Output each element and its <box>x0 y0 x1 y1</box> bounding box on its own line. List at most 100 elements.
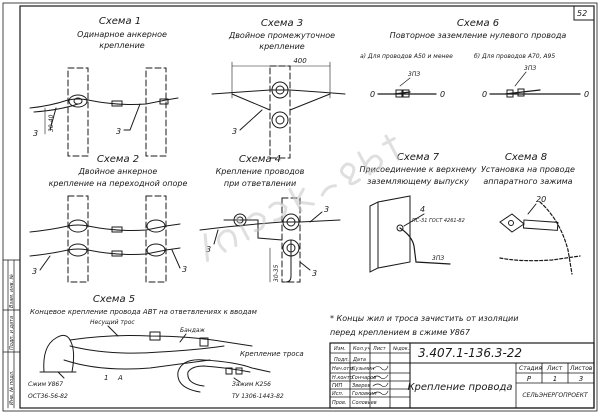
callout: 3 <box>232 127 237 136</box>
name: Кузьмин <box>352 366 375 372</box>
leader <box>233 377 241 383</box>
scheme-8-line-2: аппаратного зажима <box>483 177 572 186</box>
conductor <box>211 89 346 95</box>
leader <box>239 109 263 131</box>
scheme-8: Схема 8 Установка на проводе аппаратного… <box>481 152 581 275</box>
insulator <box>271 81 289 99</box>
scheme-1: Схема 1 Одинарное анкерное крепление 30-… <box>29 16 179 157</box>
clamp-hole <box>508 220 514 226</box>
clip <box>235 367 243 375</box>
signature <box>372 365 389 371</box>
scheme-1-dim: 30-40 <box>48 114 55 132</box>
clamp <box>402 89 410 98</box>
callout: 3ПЗ <box>432 255 444 262</box>
scheme-4-title: Схема 4 <box>239 154 281 165</box>
insulator <box>73 97 83 105</box>
conductor <box>289 93 331 111</box>
ground-outlet <box>396 224 404 232</box>
role: Исп. <box>332 391 343 397</box>
conductor <box>499 255 581 262</box>
scheme-6-label-a: 3ПЗ <box>408 71 420 78</box>
clamp <box>506 89 514 98</box>
conductor <box>539 201 573 275</box>
clamp-lug <box>499 213 525 233</box>
scheme-5-label-clip: Зажим К256 <box>232 381 271 388</box>
scheme-3-dim: 400 <box>293 57 307 65</box>
leader <box>39 255 51 271</box>
pole <box>145 67 167 157</box>
header-cell-5: Подп. <box>334 357 349 363</box>
role: Нач.отд. <box>332 366 354 372</box>
scheme-5-label-cable: Несущий трос <box>90 319 135 326</box>
conductor <box>199 219 341 231</box>
branch-conductor <box>285 239 292 283</box>
leader <box>171 249 181 269</box>
scheme-4-line-1: Крепление проводов <box>216 167 305 176</box>
scheme-6: Схема 6 Повторное заземление нулевого пр… <box>360 18 589 99</box>
pole <box>67 195 89 283</box>
scheme-4-line-2: при ответвлении <box>224 179 296 188</box>
scheme-5-title: Схема 5 <box>93 294 135 305</box>
clamp <box>159 98 169 105</box>
scheme-7: Схема 7 Присоединение к верхнему заземля… <box>359 152 477 273</box>
title-block: 3.407.1-136.3-22 Крепление провода Изм. … <box>329 342 595 409</box>
scheme-5-label-tu: ТУ 1306-1443-82 <box>232 393 284 400</box>
leader <box>527 203 537 215</box>
signature <box>372 390 389 395</box>
scheme-6-line-1: Повторное заземление нулевого провода <box>390 31 567 40</box>
callout: 3 <box>116 127 121 136</box>
ground-wire <box>399 227 451 265</box>
leader <box>403 213 425 227</box>
callout: 3 <box>324 205 329 214</box>
scheme-2: Схема 2 Двойное анкерное крепление на пе… <box>29 154 188 283</box>
header-cell-3: Лист <box>372 346 387 352</box>
cable-loop <box>177 359 271 393</box>
insulator <box>146 243 166 257</box>
insulator <box>68 94 88 108</box>
signature <box>372 382 389 387</box>
watermark-logo <box>203 134 400 262</box>
insulator <box>282 239 300 257</box>
neutral-wire <box>489 89 581 95</box>
clip <box>225 367 233 375</box>
scheme-6-sub-b: б) Для проводов А70, А95 <box>474 53 555 60</box>
band <box>149 331 161 341</box>
head-value: 1 <box>553 375 557 383</box>
scheme-2-title: Схема 2 <box>97 154 139 165</box>
conductor <box>231 93 271 111</box>
scheme-7-title: Схема 7 <box>397 152 440 163</box>
leader <box>107 325 119 337</box>
footnote-line-2: перед креплением в сжиме У867 <box>330 328 471 337</box>
leader <box>309 211 323 223</box>
band <box>199 337 209 347</box>
org-name: СЕЛЬЭНЕРГОПРОЕКТ <box>522 392 589 399</box>
conductor <box>33 103 79 113</box>
footnote-line-1: * Концы жил и троса зачистить от изоляци… <box>330 314 518 323</box>
head-label: Лист <box>546 365 563 372</box>
insulator <box>282 213 300 231</box>
callout: 0 <box>440 90 445 99</box>
clamp <box>111 250 123 257</box>
inner-frame <box>19 5 595 409</box>
conductor <box>29 247 181 257</box>
callout: 0 <box>482 90 487 99</box>
scheme-8-title: Схема 8 <box>505 152 547 163</box>
scheme-7-line-2: заземляющему выпуску <box>367 177 469 186</box>
scheme-4-dim: 30-35 <box>273 264 280 282</box>
side-label-2: Подп. и дата <box>9 316 15 350</box>
scheme-6-title: Схема 6 <box>457 18 499 29</box>
insulator <box>68 243 88 257</box>
pole <box>269 65 291 159</box>
name: Головкин <box>352 391 377 397</box>
callout: A <box>117 374 123 382</box>
head-value: 3 <box>579 375 583 383</box>
insulator <box>68 219 88 233</box>
callout: 3 <box>33 129 38 138</box>
clamp <box>395 89 403 98</box>
scheme-5-label-sgim: Сжим У867 <box>28 381 63 388</box>
head-label: Стадия <box>519 365 542 372</box>
page-number-box <box>573 5 595 21</box>
head-value: Р <box>527 375 532 383</box>
